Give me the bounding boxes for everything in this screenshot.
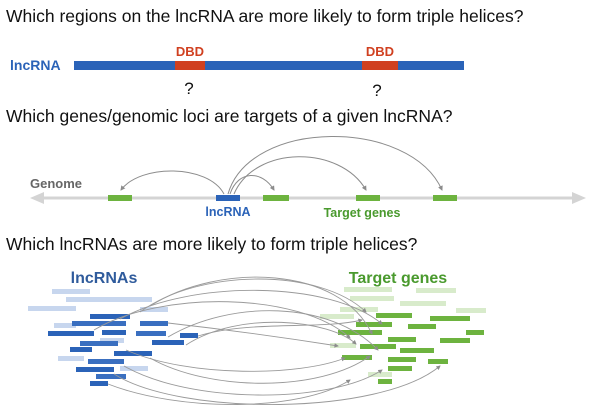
target-gene-bar [388, 357, 416, 362]
lncrna-bar [114, 351, 152, 356]
lncrna-bar [76, 367, 114, 372]
target-gene-bar-faded [330, 343, 356, 348]
target-gene-bar [400, 348, 434, 353]
target-gene-bar [338, 330, 382, 335]
dbd-region-1 [175, 61, 205, 70]
lncrna-locus-label: lncRNA [205, 205, 250, 219]
connection-arc [167, 322, 339, 348]
arc-to-gene-2 [229, 175, 275, 195]
lncrna-bar-faded [100, 338, 124, 343]
connection-arc [93, 301, 351, 339]
lncrna-bar [74, 61, 464, 70]
genome-arrow-left [30, 192, 44, 204]
target-gene-bar [430, 316, 470, 321]
lncrna-bar [48, 331, 94, 336]
target-gene-bar-faded [368, 372, 392, 377]
lncrna-bar-faded [54, 323, 76, 328]
target-gene-bar [440, 338, 470, 343]
lncrna-bar [180, 333, 198, 338]
target-gene-bar [342, 355, 372, 360]
panel-2: Genome lncRNA Target genes [30, 136, 586, 220]
target-gene-bar [388, 366, 412, 371]
panel-1: lncRNA DBD DBD ? ? [10, 44, 464, 100]
connection-arc [149, 276, 373, 335]
lncrna-bar-faded [120, 366, 148, 371]
connection-arcs [93, 276, 441, 406]
question-mark-1: ? [184, 79, 193, 98]
lncrna-bar [140, 321, 168, 326]
arc-to-gene-3 [233, 156, 367, 195]
lncrna-bar [90, 381, 108, 386]
connection-arc [107, 379, 351, 405]
lncrna-bar [70, 347, 92, 352]
lncrna-bar-faded [28, 306, 76, 311]
genome-arrow-right [572, 192, 586, 204]
target-gene-bar [360, 344, 396, 349]
lncrna-locus [216, 195, 240, 201]
target-gene-bar-faded [416, 288, 456, 293]
target-gene-bar [376, 313, 412, 318]
target-gene-bar [356, 322, 392, 327]
connection-arc [125, 349, 346, 372]
target-gene-bar [378, 379, 392, 384]
dbd-label-1: DBD [176, 44, 204, 59]
target-gene-bar-faded [344, 287, 392, 292]
lncrna-bar [152, 340, 184, 345]
target-gene-bar-faded [400, 301, 446, 306]
target-gene-1 [108, 195, 132, 201]
lncrna-bar [136, 331, 166, 336]
genome-label: Genome [30, 176, 82, 191]
panel3-target-genes-label: Target genes [349, 270, 448, 287]
connection-arc [139, 278, 367, 313]
lncrna-bar [72, 321, 126, 326]
target-gene-bar [408, 324, 436, 329]
connection-arc [149, 355, 371, 384]
target-genes-label: Target genes [324, 206, 401, 220]
lncrna-bar [80, 341, 118, 346]
lncrna-label: lncRNA [10, 57, 61, 73]
dbd-label-2: DBD [366, 44, 394, 59]
connection-arc [197, 318, 363, 337]
question-mark-2: ? [372, 81, 381, 100]
lncrna-bar [102, 330, 126, 335]
arc-to-gene-1 [120, 170, 225, 195]
target-gene-bar-faded [320, 314, 354, 319]
target-gene-bar [466, 330, 484, 335]
lncrna-bar-faded [58, 356, 84, 361]
target-gene-bar-faded [456, 308, 486, 313]
connection-arc [167, 310, 379, 351]
lncrna-bar-faded [66, 297, 152, 302]
connection-arc [185, 321, 357, 346]
connection-arc [123, 365, 383, 396]
connection-arc [113, 365, 441, 406]
target-gene-bar [388, 337, 416, 342]
lncrna-bar [96, 374, 126, 379]
connection-arc [119, 289, 383, 325]
question-2: Which genes/genomic loci are targets of … [6, 106, 453, 126]
target-gene-2 [263, 195, 289, 201]
target-gene-4 [433, 195, 457, 201]
panel-3: lncRNAs Target genes [28, 270, 486, 406]
lncrna-bar [90, 314, 130, 319]
question-1: Which regions on the lncRNA are more lik… [6, 6, 524, 26]
target-gene-bar-faded [350, 296, 394, 301]
lncrnas-label: lncRNAs [71, 270, 138, 287]
lncrna-bar [88, 359, 124, 364]
lncrna-bar-faded [140, 307, 168, 312]
dbd-region-2 [362, 61, 398, 70]
question-3: Which lncRNAs are more likely to form tr… [6, 234, 418, 254]
target-gene-bar [428, 359, 448, 364]
lncrna-bar-faded [52, 289, 90, 294]
target-gene-3 [356, 195, 380, 201]
arc-to-gene-4 [227, 136, 443, 195]
